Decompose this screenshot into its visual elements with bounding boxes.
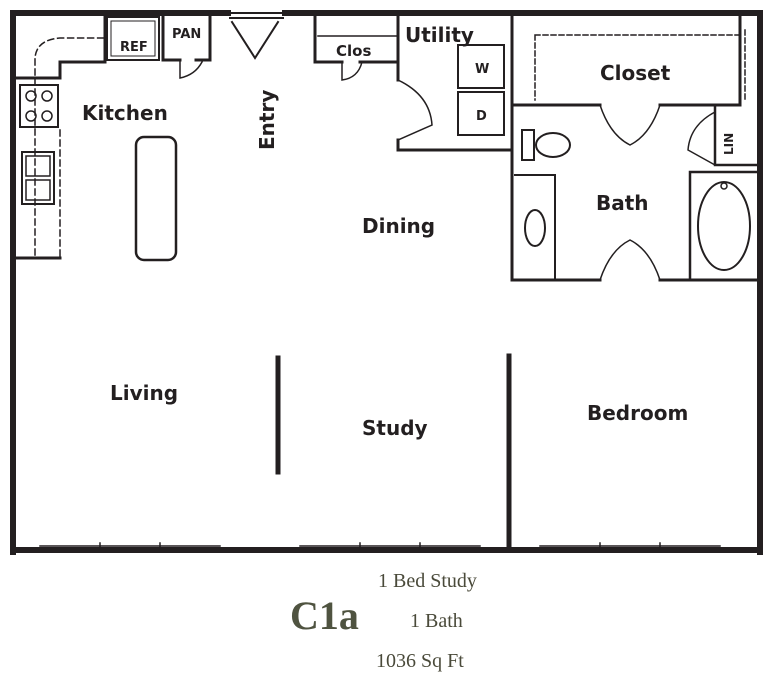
toilet-icon bbox=[521, 129, 571, 161]
bath-door bbox=[599, 239, 661, 281]
floor-plan: Kitchen Entry Dining Living Study Bedroo… bbox=[10, 10, 763, 555]
closet-walls bbox=[510, 11, 742, 107]
coat-closet-door bbox=[341, 61, 363, 81]
linen-label: LIN bbox=[722, 133, 736, 155]
tub-icon bbox=[697, 181, 751, 271]
entry-door bbox=[227, 12, 286, 60]
entry-label: Entry bbox=[255, 90, 279, 150]
bed-count-label: 1 Bed Study bbox=[378, 570, 477, 592]
bath-walls bbox=[510, 103, 762, 282]
bath-count-label: 1 Bath bbox=[410, 610, 463, 632]
kitchen-counter-wall bbox=[11, 11, 107, 80]
living-label: Living bbox=[110, 381, 178, 405]
kitchen-label: Kitchen bbox=[82, 101, 168, 125]
utility-label: Utility bbox=[405, 23, 474, 47]
bottom-windows bbox=[39, 542, 721, 550]
closet-label: Closet bbox=[600, 61, 671, 85]
ref-label: REF bbox=[120, 40, 148, 55]
dryer-icon bbox=[457, 91, 505, 136]
kitchen-island bbox=[134, 135, 178, 262]
square-footage-label: 1036 Sq Ft bbox=[376, 650, 464, 672]
kitchen-counter-edge bbox=[34, 37, 106, 256]
sink-icon bbox=[21, 151, 55, 205]
tub-walls bbox=[688, 170, 762, 280]
range-icon bbox=[19, 84, 59, 128]
closet-door bbox=[599, 104, 661, 146]
bath-sink-icon bbox=[524, 209, 546, 247]
pantry-door bbox=[179, 59, 204, 79]
bath-vanity bbox=[514, 174, 556, 279]
washer-label: W bbox=[475, 62, 489, 77]
linen-door bbox=[687, 110, 717, 167]
closet-shelf bbox=[534, 34, 741, 101]
bedroom-label: Bedroom bbox=[587, 401, 688, 425]
study-label: Study bbox=[362, 416, 428, 440]
clos-label: Clos bbox=[336, 42, 371, 60]
dining-label: Dining bbox=[362, 214, 435, 238]
refrigerator-icon bbox=[106, 16, 160, 61]
bath-label: Bath bbox=[596, 191, 649, 215]
washer-icon bbox=[457, 44, 505, 89]
unit-name: C1a bbox=[290, 593, 359, 638]
pantry-label: PAN bbox=[172, 27, 201, 42]
dryer-label: D bbox=[476, 109, 487, 124]
pantry-walls bbox=[161, 11, 212, 62]
utility-door bbox=[397, 79, 433, 141]
